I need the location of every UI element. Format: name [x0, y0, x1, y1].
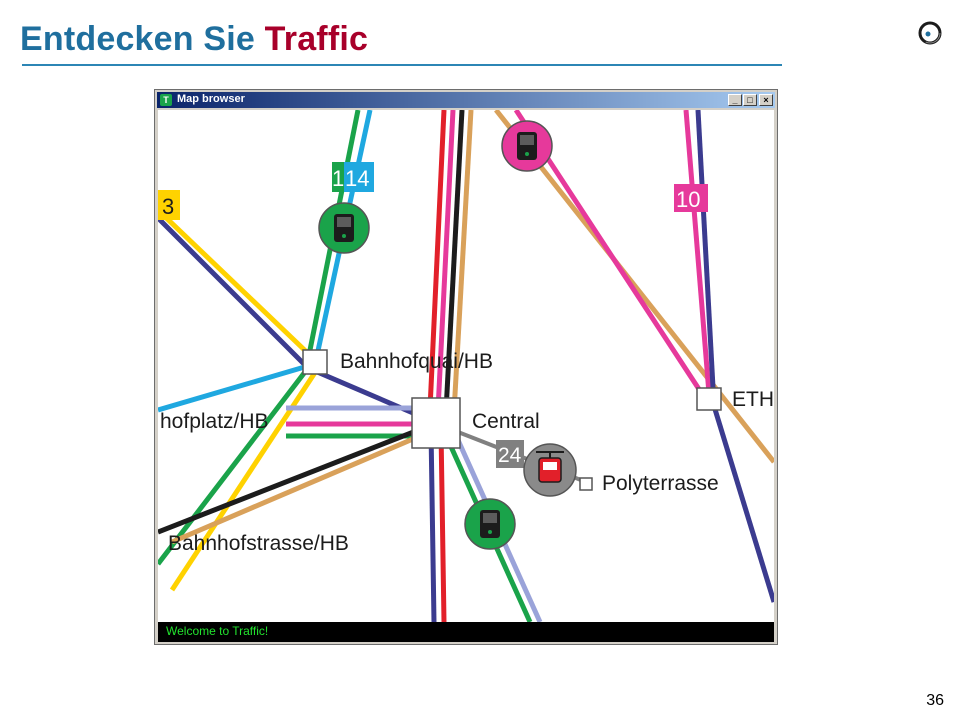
station-central[interactable] — [411, 397, 461, 449]
minimize-button[interactable]: _ — [728, 94, 742, 106]
tram-line-red — [426, 110, 447, 431]
line-badge-24[interactable] — [496, 440, 524, 468]
station-label-bahnhofstrasse: Bahnhofstrasse/HB — [168, 532, 349, 555]
slide-title-main: Entdecken Sie — [20, 20, 265, 58]
status-message: Welcome to Traffic! — [166, 624, 269, 638]
tram-line-cyan-west — [158, 363, 309, 413]
map-canvas[interactable]: 3 1 14 10 24 Bahnhofquai/HB hofplatz/HB … — [158, 110, 774, 622]
line-badge-14[interactable] — [344, 162, 374, 192]
slide-title: Entdecken Sie Traffic — [20, 20, 368, 59]
station-bahnhofquai[interactable] — [302, 349, 328, 375]
app-icon: T — [160, 94, 172, 106]
line-badge-3[interactable] — [158, 190, 180, 220]
tram-line-yellow-3 — [158, 208, 317, 362]
line-badge-1-label: 1 — [332, 166, 344, 191]
map-browser-window: T Map browser _ □ × — [154, 89, 778, 645]
station-eth[interactable] — [696, 387, 722, 411]
station-label-hofplatz: hofplatz/HB — [160, 410, 269, 433]
cable-car-icon[interactable] — [523, 443, 577, 497]
status-bar: Welcome to Traffic! — [158, 622, 774, 642]
station-label-polyterrasse: Polyterrasse — [602, 472, 719, 495]
tram-icon[interactable] — [501, 120, 553, 172]
line-badge-10[interactable] — [674, 184, 708, 212]
page-number: 36 — [926, 692, 944, 709]
tram-line-magenta-10 — [683, 110, 713, 407]
window-titlebar[interactable]: T Map browser _ □ × — [157, 92, 775, 108]
tram-icon[interactable] — [318, 202, 370, 254]
line-badge-10-label: 10 — [676, 187, 700, 212]
tram-line-navy-s — [428, 429, 437, 622]
tram-line-black — [442, 110, 465, 431]
slide-title-accent: Traffic — [264, 20, 369, 58]
station-polyterrasse[interactable] — [579, 477, 593, 491]
line-badge-24-label: 24 — [498, 444, 522, 467]
line-badge-3-label: 3 — [162, 194, 174, 219]
maximize-button[interactable]: □ — [743, 94, 757, 106]
tram-network-map[interactable]: 3 1 14 10 24 Bahnhofquai/HB hofplatz/HB … — [158, 110, 774, 622]
line-badge-14-label: 14 — [345, 166, 369, 191]
station-label-bahnhofquai: Bahnhofquai/HB — [340, 350, 493, 373]
line-badge-1[interactable] — [332, 162, 344, 192]
tram-line-navy-3 — [158, 216, 310, 370]
tram-line-tan-sw — [171, 427, 435, 545]
tram-line-red-s — [438, 429, 447, 622]
station-label-eth: ETH — [732, 388, 774, 411]
tram-line-tan-eth — [494, 110, 774, 464]
tram-line-navy-eth — [711, 405, 774, 603]
tram-line-green-west — [158, 366, 310, 566]
eiffel-logo-icon — [918, 21, 942, 45]
tram-line-tan — [450, 110, 474, 431]
station-label-central: Central — [472, 410, 540, 433]
tram-line-magenta — [434, 110, 456, 431]
window-title: Map browser — [177, 93, 245, 105]
close-button[interactable]: × — [759, 94, 773, 106]
tram-line-yellow-west — [169, 366, 321, 592]
tram-line-navy-10 — [695, 110, 717, 407]
tram-line-black-sw — [158, 421, 435, 535]
title-rule — [22, 64, 782, 66]
tram-icon[interactable] — [464, 498, 516, 550]
